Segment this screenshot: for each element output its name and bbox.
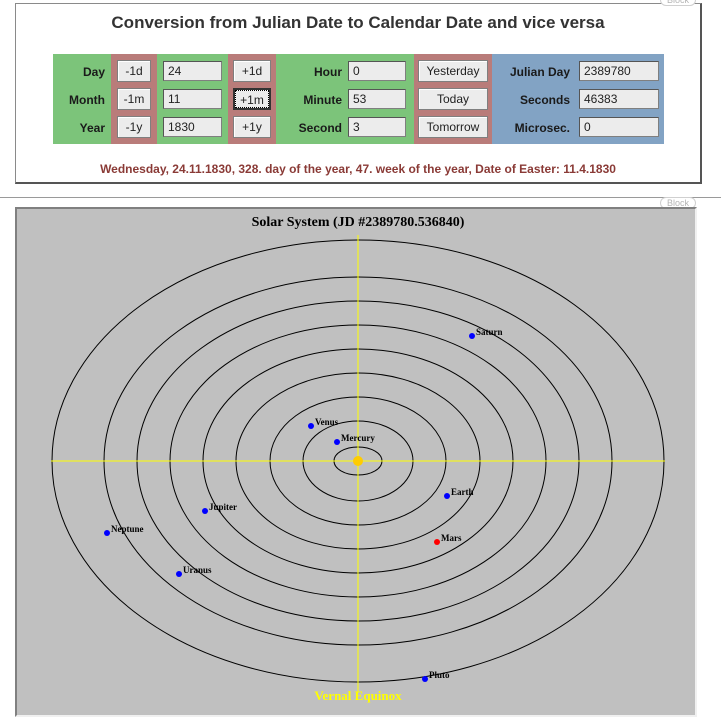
today-button[interactable]: Today (418, 88, 488, 110)
planet-label-neptune: Neptune (111, 524, 144, 534)
converter-panel: Conversion from Julian Date to Calendar … (15, 3, 702, 184)
day-label: Day (82, 65, 105, 79)
easter-date: 11.4.1830 (563, 162, 616, 176)
year-field[interactable]: 1830 (163, 117, 222, 137)
section-divider (0, 197, 721, 198)
planet-label-uranus: Uranus (183, 565, 212, 575)
microsec-field[interactable]: 0 (579, 117, 659, 137)
planet-label-mercury: Mercury (341, 433, 375, 443)
microsec-label: Microsec. (514, 121, 570, 135)
month-field[interactable]: 11 (163, 89, 222, 109)
date-summary-text: Wednesday, 24.11.1830, 328. day of the y… (100, 162, 564, 176)
planet-label-saturn: Saturn (476, 327, 503, 337)
planet-label-pluto: Pluto (429, 670, 450, 680)
minus-day-button[interactable]: -1d (117, 60, 151, 82)
minus-month-button[interactable]: -1m (117, 88, 151, 110)
planet-saturn (469, 333, 475, 339)
julian-block: Julian Day Seconds Microsec. 2389780 463… (492, 54, 664, 144)
sun-icon (353, 456, 363, 466)
planet-uranus (176, 571, 182, 577)
minute-field[interactable]: 53 (348, 89, 406, 109)
hour-field[interactable]: 0 (348, 61, 406, 81)
converter-title: Conversion from Julian Date to Calendar … (111, 13, 605, 32)
minus-year-button[interactable]: -1y (117, 116, 151, 138)
solar-system-canvas: Solar System (JD #2389780.536840) Mercur… (51, 215, 665, 703)
planet-neptune (104, 530, 110, 536)
vernal-equinox-label: Vernal Equinox (314, 688, 402, 703)
month-label: Month (69, 93, 105, 107)
yesterday-button[interactable]: Yesterday (418, 60, 488, 82)
date-values-block: 24 11 1830 (157, 54, 228, 144)
plus-buttons-block: +1d +1m +1y (228, 54, 276, 144)
planet-mercury (334, 439, 340, 445)
plus-year-button[interactable]: +1y (233, 116, 271, 138)
plus-day-button[interactable]: +1d (233, 60, 271, 82)
planet-label-mars: Mars (441, 533, 462, 543)
year-label: Year (79, 121, 105, 135)
seconds-label: Seconds (519, 93, 570, 107)
planet-earth (444, 493, 450, 499)
date-labels-block: Day Month Year (53, 54, 111, 144)
planet-label-jupiter: Jupiter (209, 502, 237, 512)
solar-system-panel: Solar System (JD #2389780.536840) Mercur… (15, 207, 697, 717)
planet-venus (308, 423, 314, 429)
second-field[interactable]: 3 (348, 117, 406, 137)
second-label: Second (298, 121, 342, 135)
nav-buttons-block: Yesterday Today Tomorrow (414, 54, 492, 144)
tomorrow-button[interactable]: Tomorrow (418, 116, 488, 138)
planet-label-earth: Earth (451, 487, 474, 497)
julian-day-field[interactable]: 2389780 (579, 61, 659, 81)
day-field[interactable]: 24 (163, 61, 222, 81)
hour-label: Hour (314, 65, 342, 79)
block-tag-top[interactable]: Block (660, 0, 697, 6)
planet-label-venus: Venus (315, 417, 339, 427)
minute-label: Minute (303, 93, 342, 107)
plus-month-button[interactable]: +1m (233, 88, 271, 110)
minus-buttons-block: -1d -1m -1y (111, 54, 157, 144)
solar-system-title: Solar System (JD #2389780.536840) (252, 215, 465, 230)
seconds-field[interactable]: 46383 (579, 89, 659, 109)
date-summary: Wednesday, 24.11.1830, 328. day of the y… (16, 162, 700, 176)
planet-pluto (422, 676, 428, 682)
time-block: Hour Minute Second 0 53 3 (276, 54, 414, 144)
planet-jupiter (202, 508, 208, 514)
planet-mars (434, 539, 440, 545)
julian-day-label: Julian Day (509, 65, 570, 79)
